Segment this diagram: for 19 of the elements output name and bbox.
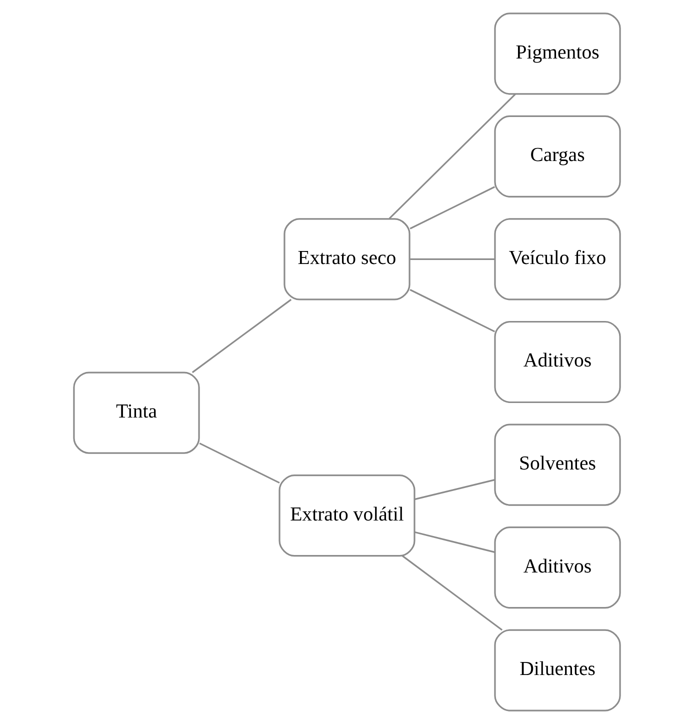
connector (388, 94, 516, 220)
connector (402, 555, 503, 631)
node-box: Extrato seco (284, 218, 410, 300)
connector (414, 531, 495, 553)
connector (410, 186, 496, 230)
node-box: Aditivos (494, 320, 621, 404)
node-box: Aditivos (494, 526, 621, 609)
connector (199, 442, 280, 484)
node-box: Extrato volátil (278, 474, 416, 557)
node-box: Tinta (73, 372, 200, 454)
connector (414, 479, 495, 500)
connector (410, 258, 495, 260)
node-box: Solventes (494, 424, 621, 506)
node-box: Diluentes (494, 629, 621, 712)
node-box: Cargas (494, 115, 621, 198)
connector (192, 298, 292, 374)
connector (410, 289, 496, 332)
node-box: Veículo fixo (494, 218, 621, 300)
node-box: Pigmentos (494, 12, 621, 95)
